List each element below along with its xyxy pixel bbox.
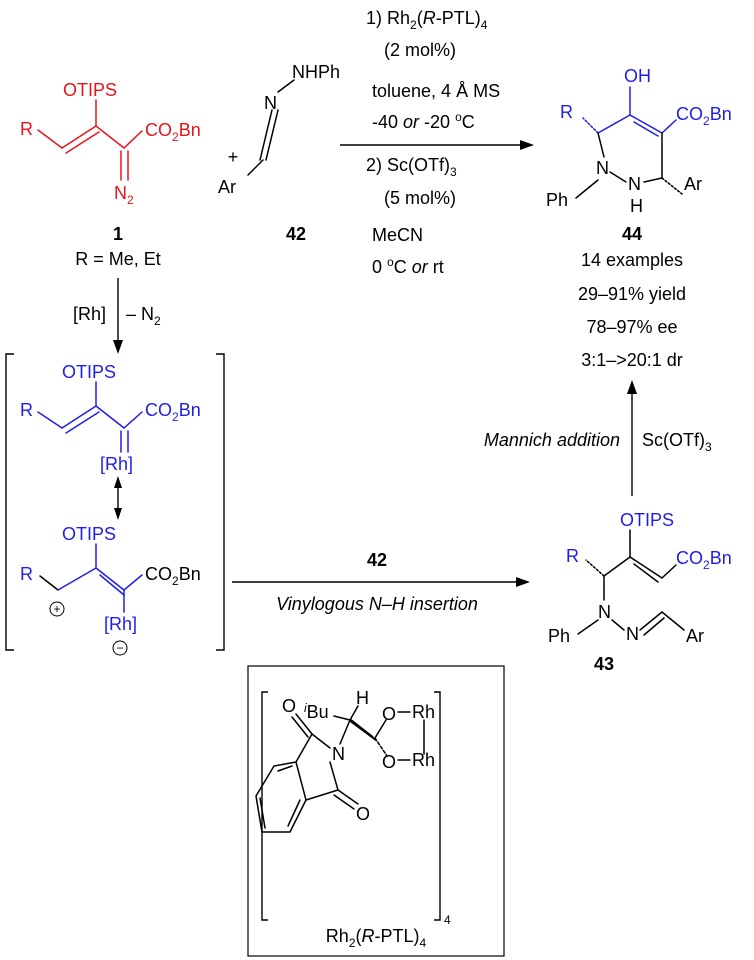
p44-ph-label: Ph <box>546 190 568 210</box>
p44-ar-label: Ar <box>684 174 702 194</box>
rh-reagent-label: [Rh] <box>73 304 106 324</box>
c43-otips-label: OTIPS <box>620 510 674 530</box>
carbenoid-co2bn-label: CO2Bn <box>145 400 201 424</box>
cond-line-6: (5 mol%) <box>384 188 456 208</box>
insertion-arrow: 42 Vinylogous N–H insertion <box>232 550 530 614</box>
cat-o4-label: O <box>356 804 370 824</box>
insertion-label: Vinylogous N–H insertion <box>276 594 478 614</box>
reaction-conditions: 1) Rh2(R-PTL)4 (2 mol%) toluene, 4 Å MS … <box>366 8 500 277</box>
cat-name-label: Rh2(R-PTL)4 <box>326 926 427 950</box>
zwitterion: OTIPS R CO2Bn [Rh] + − <box>20 524 201 656</box>
c42-number-label: 42 <box>286 224 306 244</box>
c42-nhph-label: NHPh <box>292 62 340 82</box>
c1-r-label: R <box>20 119 33 139</box>
mannich-arrow: Mannich addition Sc(OTf)3 <box>484 380 712 496</box>
cond-line-4: -40 or -20 oC <box>372 110 475 132</box>
p44-number-label: 44 <box>622 224 642 244</box>
c43-ar-label: Ar <box>686 626 704 646</box>
p44-r-label: R <box>560 102 573 122</box>
plus-sign: + <box>228 147 239 167</box>
compound-43: OTIPS R CO2Bn N N Ph Ar 43 <box>548 510 732 674</box>
p44-stat-examples: 14 examples <box>581 250 683 270</box>
p44-n1-label: N <box>596 158 609 178</box>
c42-ar-label: Ar <box>218 177 236 197</box>
insertion-reagent-label: 42 <box>367 550 387 570</box>
cat-h-label: H <box>356 688 369 708</box>
p44-co2bn-label: CO2Bn <box>676 104 732 128</box>
zw-r-label: R <box>20 564 33 584</box>
cat-rh2-label: Rh <box>412 750 435 770</box>
rh-step-arrow: [Rh] – N2 <box>73 278 161 354</box>
c43-ph-label: Ph <box>548 626 570 646</box>
c1-r-definition: R = Me, Et <box>75 249 161 269</box>
compound-42: N NHPh Ar 42 <box>218 62 340 244</box>
cond-line-3: toluene, 4 Å MS <box>372 81 500 101</box>
cond-line-1: 1) Rh2(R-PTL)4 <box>366 8 488 32</box>
c43-co2bn-label: CO2Bn <box>676 548 732 572</box>
zw-rh-label: [Rh] <box>104 614 137 634</box>
c43-number-label: 43 <box>594 654 614 674</box>
cond-line-2: (2 mol%) <box>384 40 456 60</box>
cat-subscript-4: 4 <box>444 913 451 927</box>
cat-o2-label: O <box>382 752 396 772</box>
cat-n-label: N <box>332 744 345 764</box>
zw-plus-charge: + <box>53 602 60 616</box>
zw-co2bn-label: CO2Bn <box>145 564 201 588</box>
p44-stat-ee: 78–97% ee <box>586 317 677 337</box>
p44-h-label: H <box>630 196 643 216</box>
resonance-arrow <box>114 476 122 520</box>
carbenoid-otips-label: OTIPS <box>62 362 116 382</box>
cat-rh1-label: Rh <box>412 702 435 722</box>
main-reaction-arrow <box>340 140 534 150</box>
compound-1: OTIPS R CO2Bn N2 1 R = Me, Et <box>20 80 201 269</box>
rh-carbenoid: OTIPS R CO2Bn [Rh] <box>20 362 201 474</box>
mannich-label: Mannich addition <box>484 430 620 450</box>
cond-line-8: 0 oC or rt <box>372 255 444 277</box>
c1-co2bn-label: CO2Bn <box>145 120 201 144</box>
n2-loss-label: – N2 <box>126 304 161 328</box>
intermediate-brackets <box>5 353 225 651</box>
carbenoid-r-label: R <box>20 400 33 420</box>
c43-n2-label: N <box>626 624 639 644</box>
p44-oh-label: OH <box>624 66 651 86</box>
carbenoid-rh-label: [Rh] <box>100 454 133 474</box>
zw-otips-label: OTIPS <box>62 524 116 544</box>
cond-line-7: MeCN <box>372 225 423 245</box>
c1-otips-label: OTIPS <box>63 80 117 100</box>
zw-minus-charge: − <box>116 641 123 655</box>
cat-o1-label: O <box>382 704 396 724</box>
c42-n-label: N <box>264 93 277 113</box>
p44-stat-dr: 3:1–>20:1 dr <box>581 350 683 370</box>
cat-ibu-label: iBu <box>304 701 329 722</box>
p44-stat-yield: 29–91% yield <box>578 284 686 304</box>
mannich-reagent-label: Sc(OTf)3 <box>642 430 712 454</box>
cat-o3-label: O <box>282 696 296 716</box>
p44-n2-label: N <box>628 174 641 194</box>
c1-number-label: 1 <box>113 224 123 244</box>
c43-r-label: R <box>566 546 579 566</box>
c1-n2-label: N2 <box>114 183 134 207</box>
c43-n1-label: N <box>598 602 611 622</box>
cond-line-5: 2) Sc(OTf)3 <box>366 155 457 179</box>
catalyst-box: 4 iBu H O O Rh Rh N O O Rh2(R-PTL)4 <box>247 665 505 957</box>
product-44: OH R CO2Bn N N H Ph Ar 44 14 examples 29… <box>546 66 732 370</box>
